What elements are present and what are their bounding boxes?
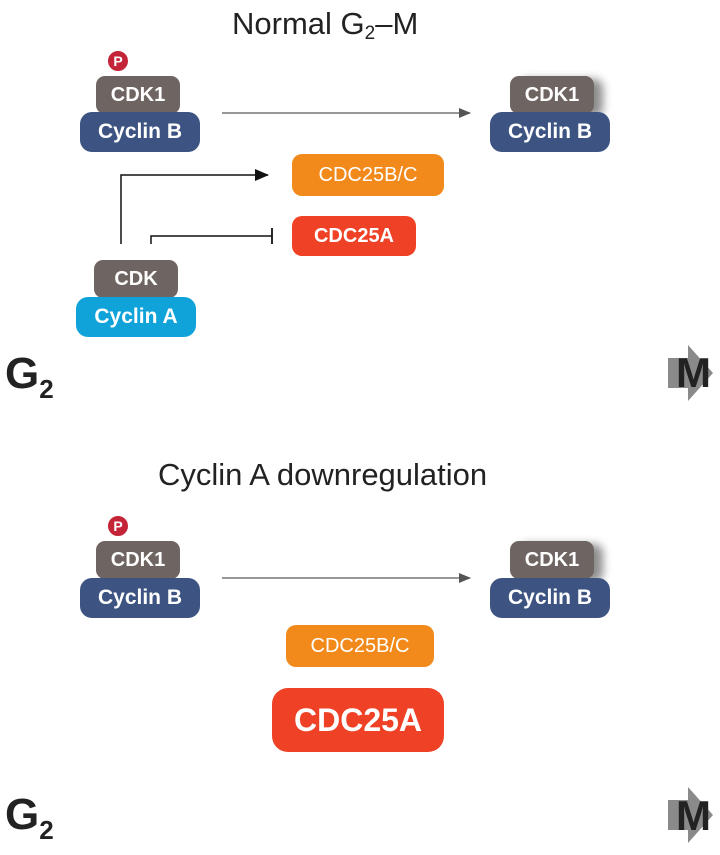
panel2-title: Cyclin A downregulation (158, 457, 488, 492)
panel1-title-suffix: –M (375, 6, 419, 41)
inhibition-line (150, 235, 272, 244)
phosphate-badge-icon: P (106, 49, 130, 73)
cyclin-b-box: Cyclin B (80, 578, 200, 618)
phase-g2-bottom: G2 (5, 790, 54, 845)
phase-m-top: M (676, 352, 711, 394)
activation-arrow (120, 169, 269, 244)
phase-m-bottom: M (676, 795, 711, 837)
phase-m-letter: M (676, 792, 711, 839)
phase-g2-letter: G (5, 790, 40, 839)
phase-g2-sub: 2 (39, 374, 54, 404)
cdk-box: CDK (94, 260, 178, 298)
cdc25a-box: CDC25A (292, 216, 416, 256)
panel1-title-sub: 2 (364, 23, 376, 44)
cdk1-box: CDK1 (96, 76, 180, 114)
cdk1-box: CDK1 (510, 541, 594, 579)
cyclin-b-box: Cyclin B (490, 578, 610, 618)
cdk1-box: CDK1 (96, 541, 180, 579)
panel1-title: Normal G2–M (232, 6, 418, 45)
phase-arrow-top-icon (668, 345, 713, 401)
cyclin-a-box: Cyclin A (76, 297, 196, 337)
cyclin-b-box: Cyclin B (80, 112, 200, 152)
cdc25bc-box: CDC25B/C (292, 154, 444, 196)
panel1-title-text: Normal G (232, 6, 365, 41)
cdc25a-large-box: CDC25A (272, 688, 444, 752)
phase-g2-letter: G (5, 349, 40, 398)
phase-m-letter: M (676, 349, 711, 396)
cdk1-box: CDK1 (510, 76, 594, 114)
phase-g2-top: G2 (5, 349, 54, 404)
cdc25bc-box: CDC25B/C (286, 625, 434, 667)
cyclin-b-box: Cyclin B (490, 112, 610, 152)
phase-arrow-bottom-icon (668, 787, 713, 843)
phosphate-badge-icon: P (106, 514, 130, 538)
phase-g2-sub: 2 (39, 815, 54, 845)
